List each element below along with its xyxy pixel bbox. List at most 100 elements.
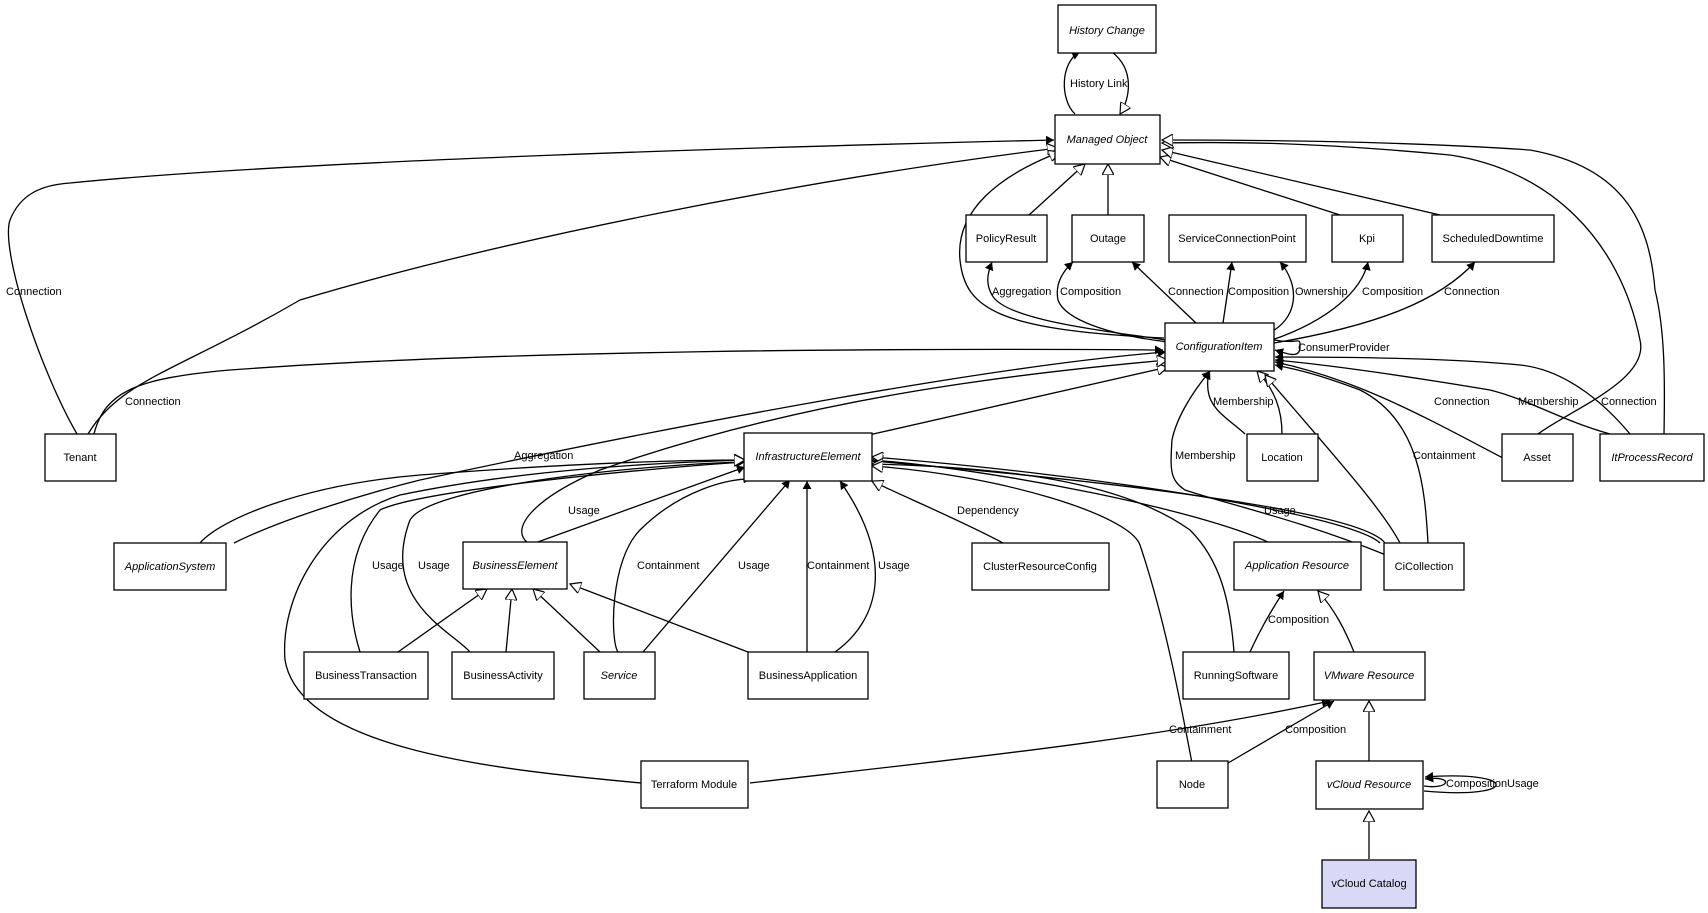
node-service[interactable]: Service [583, 651, 656, 700]
nodes: History Change Managed Object PolicyResu… [44, 4, 1705, 909]
label-composition-scp: Composition [1228, 286, 1289, 298]
edge-node-composition-vmw [1227, 700, 1335, 764]
node-application-resource[interactable]: Application Resource [1233, 541, 1362, 591]
edge-rs-gen-ie [872, 464, 1235, 653]
edge-consumer-provider [1273, 339, 1301, 357]
node-outage[interactable]: Outage [1071, 214, 1145, 263]
node-terraform-module-label: Terraform Module [651, 779, 737, 791]
edge-composition-kpi [1271, 261, 1371, 341]
edge-itpr-connection [1274, 352, 1631, 435]
node-kpi[interactable]: Kpi [1331, 214, 1404, 263]
edge-asset-gen-mo [1162, 142, 1642, 435]
node-business-application-label: BusinessApplication [759, 670, 857, 682]
node-ci-collection-label: CiCollection [1395, 561, 1454, 573]
label-usage-be: Usage [568, 505, 600, 517]
node-outage-label: Outage [1090, 233, 1126, 245]
edge-ie-gen-ci [859, 367, 1168, 438]
edge-tm-gen-ie [283, 460, 745, 784]
edge-connection-outage [1131, 261, 1197, 324]
edge-cicoll-containment [1274, 362, 1429, 544]
node-business-element-label: BusinessElement [473, 560, 559, 572]
node-managed-object-label: Managed Object [1067, 134, 1149, 146]
node-business-activity[interactable]: BusinessActivity [451, 651, 555, 700]
label-membership-cicoll: Membership [1175, 450, 1236, 462]
edge-ba-gen-be [506, 589, 512, 653]
edge-vmware-gen-ar [1318, 591, 1355, 653]
edge-location-gen [1257, 371, 1283, 435]
edge-labels: History Link Connection Aggregation Comp… [6, 78, 1657, 790]
node-ci-collection[interactable]: CiCollection [1383, 542, 1465, 591]
edge-vcloud-usage-self [1423, 771, 1497, 794]
edge-cicoll-gen-ie [872, 457, 1381, 544]
edge-appsys-gen-ie [199, 460, 745, 544]
label-connection-outage: Connection [1168, 286, 1224, 298]
node-policy-result[interactable]: PolicyResult [965, 214, 1048, 263]
edge-asset-connection [1274, 359, 1504, 459]
node-running-software-label: RunningSoftware [1194, 670, 1278, 682]
node-terraform-module[interactable]: Terraform Module [640, 760, 749, 809]
label-containment-cicoll: Containment [1413, 450, 1475, 462]
node-history-change[interactable]: History Change [1057, 4, 1157, 54]
node-application-system[interactable]: ApplicationSystem [113, 542, 227, 591]
label-connection-itpr: Connection [1601, 396, 1657, 408]
node-vcloud-catalog-label: vCloud Catalog [1331, 878, 1406, 890]
label-membership-location: Membership [1213, 396, 1274, 408]
label-composition-vcloud: Composition [1446, 778, 1507, 790]
edge-history-change-generalization [1111, 51, 1128, 114]
label-aggregation-policy: Aggregation [992, 286, 1051, 298]
edge-be-gen-ci [521, 360, 1168, 544]
node-asset[interactable]: Asset [1501, 433, 1574, 482]
node-vmware-resource[interactable]: VMware Resource [1313, 651, 1426, 701]
label-dependency-crc: Dependency [957, 505, 1019, 517]
node-cluster-resource-config-label: ClusterResourceConfig [983, 561, 1097, 573]
edge-bapp-usage-ie [834, 480, 876, 653]
node-service-connection-point[interactable]: ServiceConnectionPoint [1168, 214, 1307, 263]
node-it-process-record[interactable]: ItProcessRecord [1599, 433, 1705, 482]
node-service-label: Service [601, 670, 638, 682]
node-business-application[interactable]: BusinessApplication [747, 651, 869, 700]
label-membership-itpr: Membership [1518, 396, 1579, 408]
node-running-software[interactable]: RunningSoftware [1182, 651, 1290, 700]
label-containment-tm: Containment [1169, 724, 1231, 736]
label-composition-outage: Composition [1060, 286, 1121, 298]
label-history-link: History Link [1070, 78, 1128, 90]
edge-history-link [1063, 51, 1081, 115]
node-history-change-label: History Change [1069, 25, 1145, 37]
edge-connection-sd [1273, 261, 1476, 344]
node-business-transaction-label: BusinessTransaction [315, 670, 417, 682]
label-containment-bapp: Containment [807, 560, 869, 572]
node-business-transaction[interactable]: BusinessTransaction [303, 651, 429, 700]
node-service-connection-point-label: ServiceConnectionPoint [1178, 233, 1295, 245]
node-cluster-resource-config[interactable]: ClusterResourceConfig [971, 542, 1110, 591]
node-scheduled-downtime[interactable]: ScheduledDowntime [1431, 214, 1555, 263]
node-business-element[interactable]: BusinessElement [462, 541, 568, 590]
edge-crc-gen-ie [872, 481, 1004, 544]
node-node[interactable]: Node [1156, 760, 1229, 809]
edge-composition-outage [1056, 261, 1169, 343]
node-vcloud-catalog[interactable]: vCloud Catalog [1321, 859, 1417, 909]
node-location-label: Location [1261, 452, 1303, 464]
label-composition-node: Composition [1285, 724, 1346, 736]
edges [7, 51, 1666, 859]
node-tenant[interactable]: Tenant [44, 433, 117, 482]
label-usage-ba: Usage [418, 560, 450, 572]
edge-ownership-scp [1264, 261, 1295, 336]
edge-cicoll-gen [1265, 375, 1401, 544]
node-policy-result-label: PolicyResult [976, 233, 1037, 245]
node-node-label: Node [1179, 779, 1205, 791]
node-application-resource-label: Application Resource [1244, 560, 1349, 572]
edge-ci-gen-mo [959, 152, 1165, 339]
edge-tenant-generalization-mo [87, 148, 1058, 435]
edge-composition-scp [1222, 261, 1236, 324]
node-it-process-record-label: ItProcessRecord [1611, 452, 1693, 464]
node-location[interactable]: Location [1246, 433, 1319, 482]
node-vcloud-resource[interactable]: vCloud Resource [1315, 760, 1424, 810]
node-application-system-label: ApplicationSystem [124, 561, 216, 573]
edge-bapp-gen-be [570, 584, 749, 653]
label-aggregation-appsys: Aggregation [514, 450, 573, 462]
node-managed-object[interactable]: Managed Object [1054, 114, 1161, 165]
label-usage-cicoll: Usage [1264, 505, 1296, 517]
node-infrastructure-element[interactable]: InfrastructureElement [743, 432, 873, 482]
node-configuration-item[interactable]: ConfigurationItem [1164, 322, 1275, 372]
node-infrastructure-element-label: InfrastructureElement [755, 451, 861, 463]
